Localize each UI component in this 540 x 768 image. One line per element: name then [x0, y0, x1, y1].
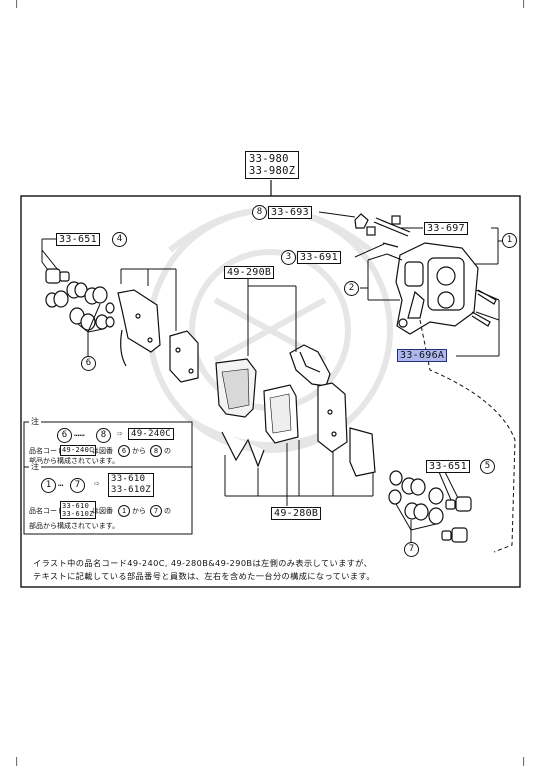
note-2-code-box: 33-610 33-610Z [108, 473, 155, 497]
note-2-code-1: 33-610 [111, 474, 146, 484]
note-2-inline-from: 1 [118, 505, 130, 517]
note-1-line-3: 部品から構成されています。 [29, 457, 120, 465]
note-1-inline-to: 8 [150, 445, 162, 457]
note-1-inline-from: 6 [118, 445, 130, 457]
note-1-dots: …… [74, 429, 85, 439]
note-1-prefix: 品名コード [29, 447, 64, 455]
note-2-inline-to: 7 [150, 505, 162, 517]
callout-number-8: 8 [252, 205, 267, 220]
note-1-arrow: ⇨ [117, 429, 123, 439]
note-2-arrow: ⇨ [94, 479, 100, 489]
note-1-from-number: 6 [57, 428, 72, 443]
caliper-body [395, 242, 479, 335]
note-2-from-number: 1 [41, 478, 56, 493]
crop-mark-bottom-left: | [14, 757, 20, 767]
callout-number-2: 2 [344, 281, 359, 296]
part-code-33-651-left: 33-651 [56, 233, 100, 246]
part-code-33-697: 33-697 [424, 222, 468, 235]
piston-seals-right [388, 470, 472, 543]
note-2-zuban: は図番 [92, 507, 113, 515]
note-2-prefix: 品名コード [29, 507, 64, 515]
assembly-code-alt: 33-980Z [249, 165, 296, 177]
note-2-label: 注 [29, 462, 41, 471]
note-1-kara: から [132, 447, 146, 455]
note-1-no: の [164, 447, 171, 455]
callout-number-5: 5 [480, 459, 495, 474]
note-1-code: 49-240C [128, 428, 175, 440]
crop-mark-top-right: | [521, 0, 527, 9]
callout-number-3: 3 [281, 250, 296, 265]
callout-number-7: 7 [404, 542, 419, 557]
note-2-code-2: 33-610Z [111, 485, 152, 495]
pad-set-left [117, 289, 376, 477]
callout-number-1: 1 [502, 233, 517, 248]
note-2-no: の [164, 507, 171, 515]
note-1-inline-code: 49-240C [60, 445, 96, 456]
assembly-code-primary: 33-980 [249, 153, 289, 165]
note-2-dots: … [58, 479, 64, 489]
note-2-kara: から [132, 507, 146, 515]
note-2-to-number: 7 [70, 478, 85, 493]
note-2-inline-code-1: 33-610 [62, 502, 90, 510]
crop-mark-top-left: | [14, 0, 20, 9]
part-code-49-280B: 49-280B [271, 507, 322, 520]
assembly-code-box: 33-980 33-980Z [245, 151, 300, 179]
note-1-to-number: 8 [96, 428, 111, 443]
piston-seals-left [45, 268, 115, 331]
callout-number-6: 6 [81, 356, 96, 371]
footer-note-line-2: テキストに記載している部品番号と員数は、左右を含めた一台分の構成になっています。 [33, 571, 375, 581]
crop-mark-bottom-right: | [521, 757, 527, 767]
part-code-33-693: 33-693 [268, 206, 312, 219]
part-code-33-651-right: 33-651 [426, 460, 470, 473]
part-code-33-691: 33-691 [297, 251, 341, 264]
note-1-label: 注 [29, 417, 41, 426]
note-2-line-3: 部品から構成されています。 [29, 522, 120, 530]
note-2-inline-code-box: 33-610 33-610Z [60, 501, 96, 519]
footer-note-line-1: イラスト中の品名コード49-240C, 49-280B&49-290Bは左側のみ… [33, 558, 373, 568]
note-1-zuban: は図番 [92, 447, 113, 455]
part-code-33-696A-highlighted[interactable]: 33-696A [397, 349, 448, 362]
note-2-inline-code-2: 33-610Z [62, 510, 94, 518]
callout-number-4: 4 [112, 232, 127, 247]
part-code-49-290B: 49-290B [224, 266, 275, 279]
